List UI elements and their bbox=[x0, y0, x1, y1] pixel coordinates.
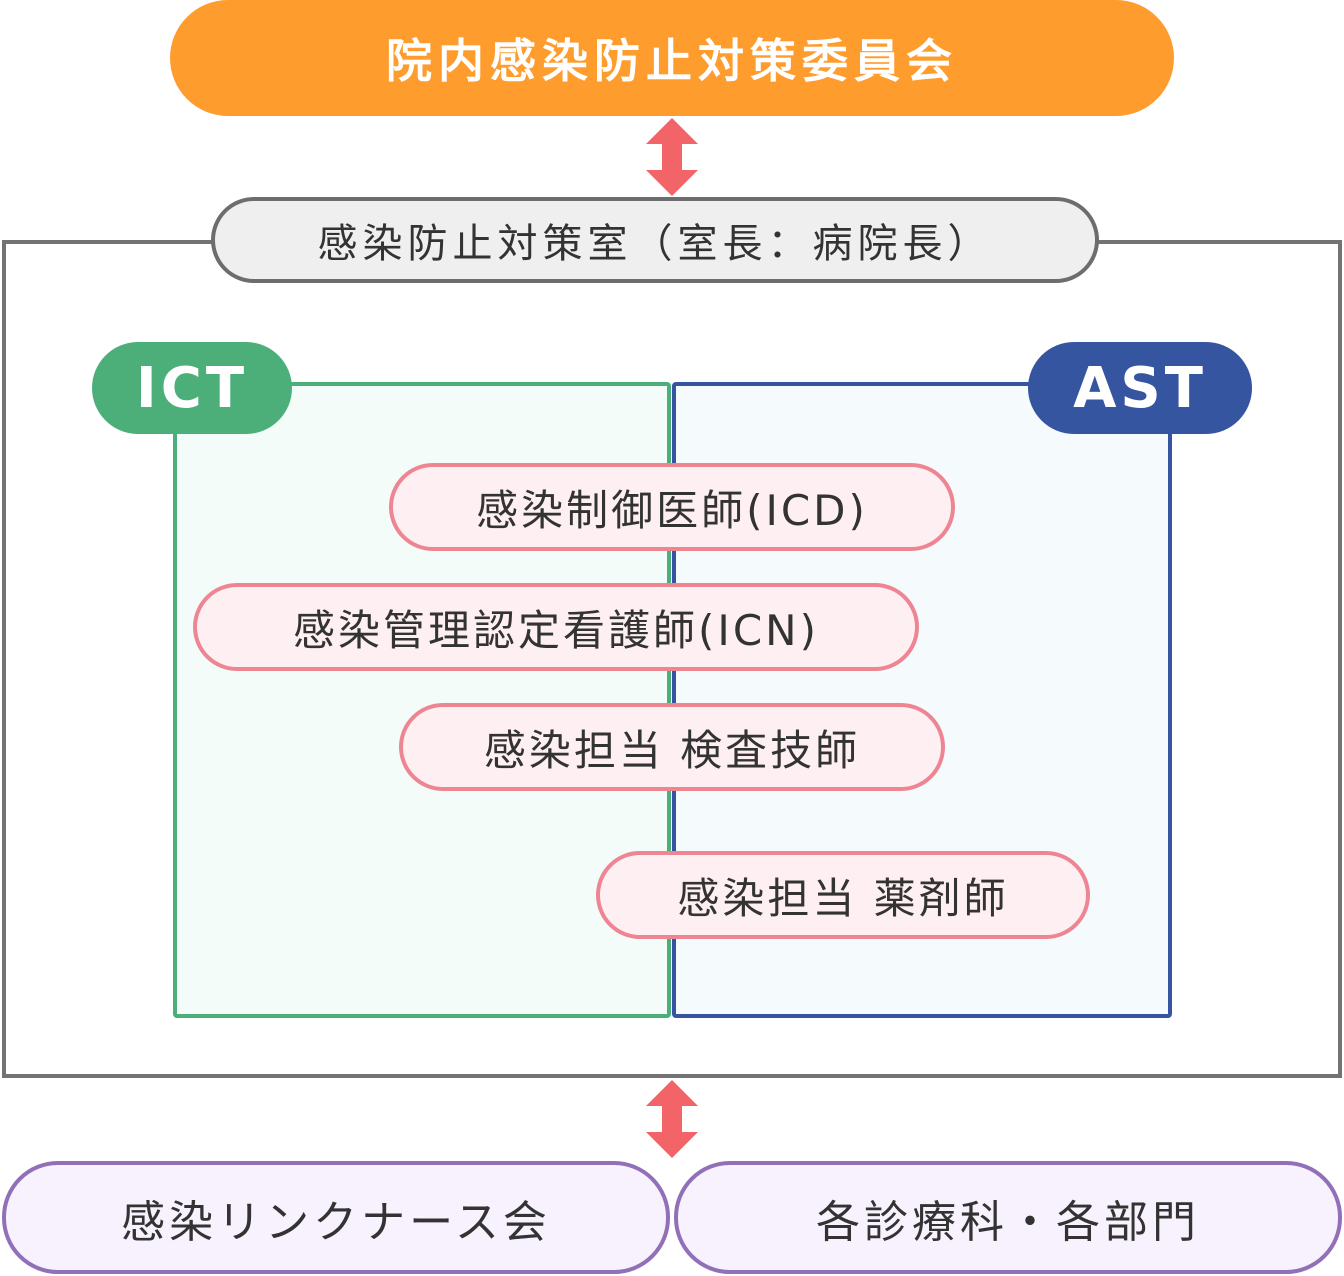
ast-tag: AST bbox=[1028, 342, 1252, 434]
role-icd-label: 感染制御医師(ICD) bbox=[476, 485, 868, 535]
ict-tag: ICT bbox=[92, 342, 292, 434]
ict-label: ICT bbox=[135, 355, 249, 421]
role-icn-label: 感染管理認定看護師(ICN) bbox=[293, 605, 819, 655]
committee-label: 院内感染防止対策委員会 bbox=[386, 34, 958, 88]
double-arrow-icon bbox=[646, 118, 698, 196]
link-nurse-committee: 感染リンクナース会 bbox=[2, 1161, 670, 1274]
role-pharmacist: 感染担当 薬剤師 bbox=[596, 851, 1090, 939]
double-arrow-icon bbox=[646, 1080, 698, 1158]
role-pharmacist-label: 感染担当 薬剤師 bbox=[677, 873, 1009, 923]
role-icn: 感染管理認定看護師(ICN) bbox=[193, 583, 919, 671]
departments-label: 各診療科・各部門 bbox=[816, 1196, 1200, 1248]
role-lab-technician-label: 感染担当 検査技師 bbox=[483, 725, 861, 775]
role-icd: 感染制御医師(ICD) bbox=[389, 463, 955, 551]
role-lab-technician: 感染担当 検査技師 bbox=[399, 703, 945, 791]
office-box: 感染防止対策室（室長：病院長） bbox=[211, 197, 1099, 283]
departments-box: 各診療科・各部門 bbox=[674, 1161, 1342, 1274]
committee-box: 院内感染防止対策委員会 bbox=[170, 0, 1174, 116]
ast-label: AST bbox=[1073, 355, 1207, 421]
office-label: 感染防止対策室（室長：病院長） bbox=[317, 221, 993, 267]
link-nurse-label: 感染リンクナース会 bbox=[121, 1196, 551, 1248]
